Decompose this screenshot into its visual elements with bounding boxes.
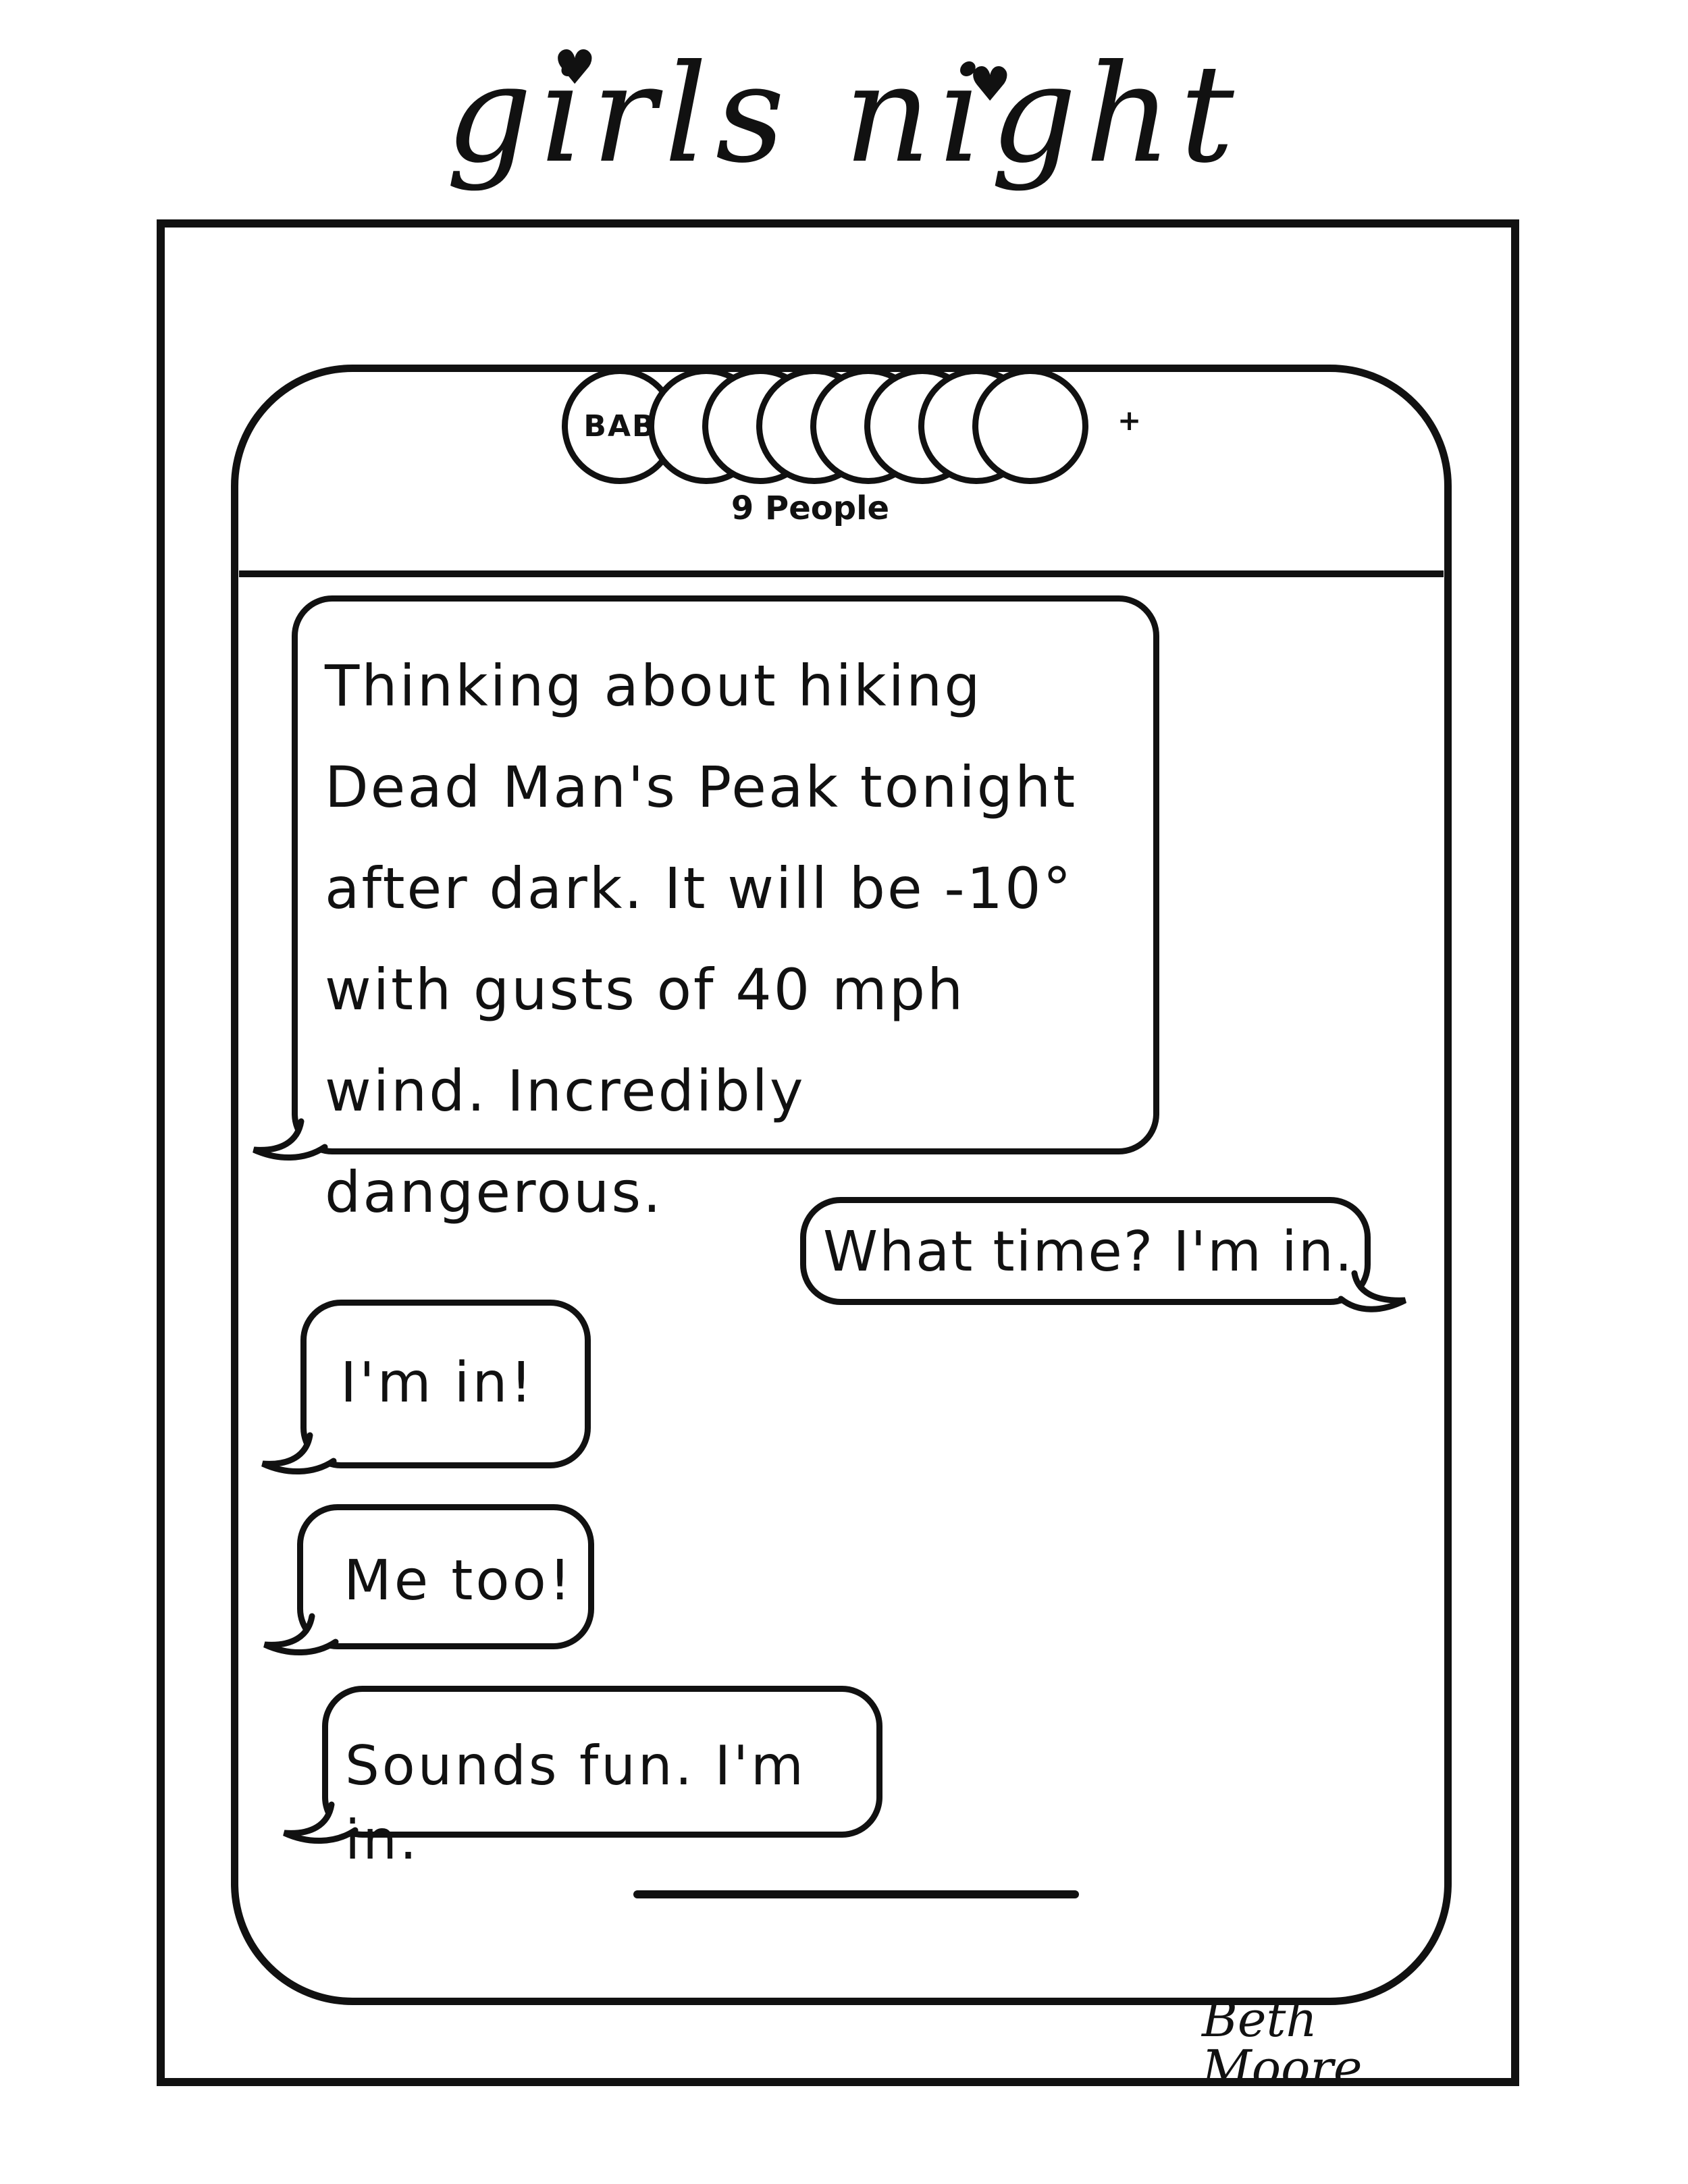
incoming-message-bubble: Thinking about hiking Dead Man's Peak to… [253,595,1159,1225]
bubble-tail [253,1118,328,1161]
bubble-tail [283,1801,359,1844]
message-text: I'm in! [340,1351,535,1415]
phone-screen [231,365,1452,2005]
message-text: Sounds fun. I'm in. [345,1734,806,1871]
avatar[interactable] [972,368,1088,484]
comic-panel-frame [157,219,1519,2086]
bubble-tail [263,1613,339,1656]
header-divider [239,570,1444,577]
incoming-message-bubble: Sounds fun. I'm in. [283,1686,882,1871]
add-member-icon[interactable]: + [1117,404,1142,437]
artist-signature: Beth Moore [1202,1991,1363,2096]
participant-count[interactable]: 9 People [731,489,890,527]
heart-icon: ♥ [554,40,596,95]
bubble-tail [1338,1270,1407,1312]
incoming-message-bubble: I'm in! [261,1300,591,1475]
avatar[interactable]: BAB [562,368,678,484]
heart-icon: ♥ [969,57,1011,112]
message-text: Me too! [344,1549,574,1613]
outgoing-message-bubble: What time? I'm in. [800,1197,1407,1312]
incoming-message-bubble: Me too! [263,1504,594,1656]
message-text: What time? I'm in. [823,1220,1354,1284]
home-indicator[interactable] [633,1890,1079,1898]
message-text: Thinking about hiking Dead Man's Peak to… [325,653,1078,1225]
comic-title: girls night [446,36,1242,193]
bubble-tail [261,1432,337,1475]
